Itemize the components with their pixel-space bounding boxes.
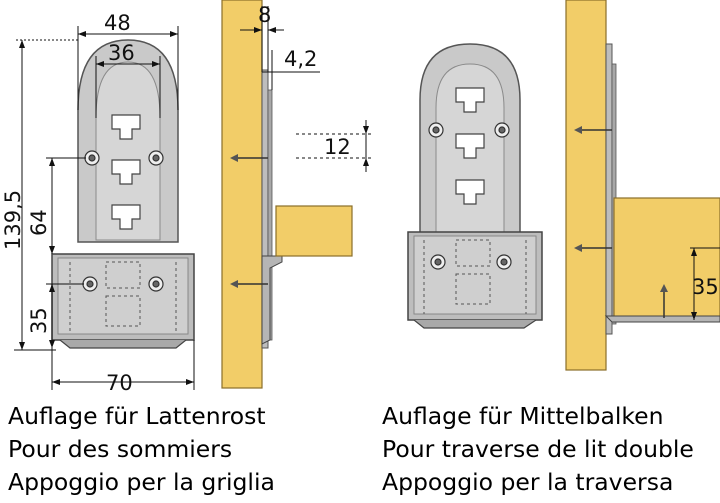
right-caption-line-3: Appoggio per la traversa [382, 468, 674, 496]
left-caption-line-2: Pour des sommiers [8, 435, 233, 463]
right-bracket-front-view [407, 43, 543, 329]
dim-35-right: 35 [692, 275, 719, 299]
left-caption-line-3: Appoggio per la griglia [8, 468, 275, 496]
left-caption: Auflage für Lattenrost Pour des sommiers… [8, 400, 275, 499]
dim-64: 64 [27, 209, 51, 236]
side-dimension-arrows [254, 27, 369, 166]
right-dimension-lines [690, 247, 720, 320]
dim-35-left: 35 [27, 307, 51, 334]
dim-8: 8 [258, 3, 271, 27]
dim-48: 48 [104, 11, 131, 35]
dim-70: 70 [106, 371, 133, 395]
right-dimension-arrows [691, 248, 697, 320]
left-dimension-arrows [19, 31, 194, 385]
right-caption-line-2: Pour traverse de lit double [382, 435, 694, 463]
right-side-panel [565, 0, 720, 371]
dim-36: 36 [108, 41, 135, 65]
left-bracket-front-view [51, 39, 195, 349]
left-dimension-lines [14, 26, 195, 390]
dim-12: 12 [324, 135, 351, 159]
dim-139-5: 139,5 [1, 190, 25, 250]
right-caption-line-1: Auflage für Mittelbalken [382, 402, 664, 430]
left-caption-line-1: Auflage für Lattenrost [8, 402, 266, 430]
right-caption: Auflage für Mittelbalken Pour traverse d… [382, 400, 694, 499]
left-side-panel [221, 0, 353, 389]
dim-4-2: 4,2 [284, 47, 317, 71]
